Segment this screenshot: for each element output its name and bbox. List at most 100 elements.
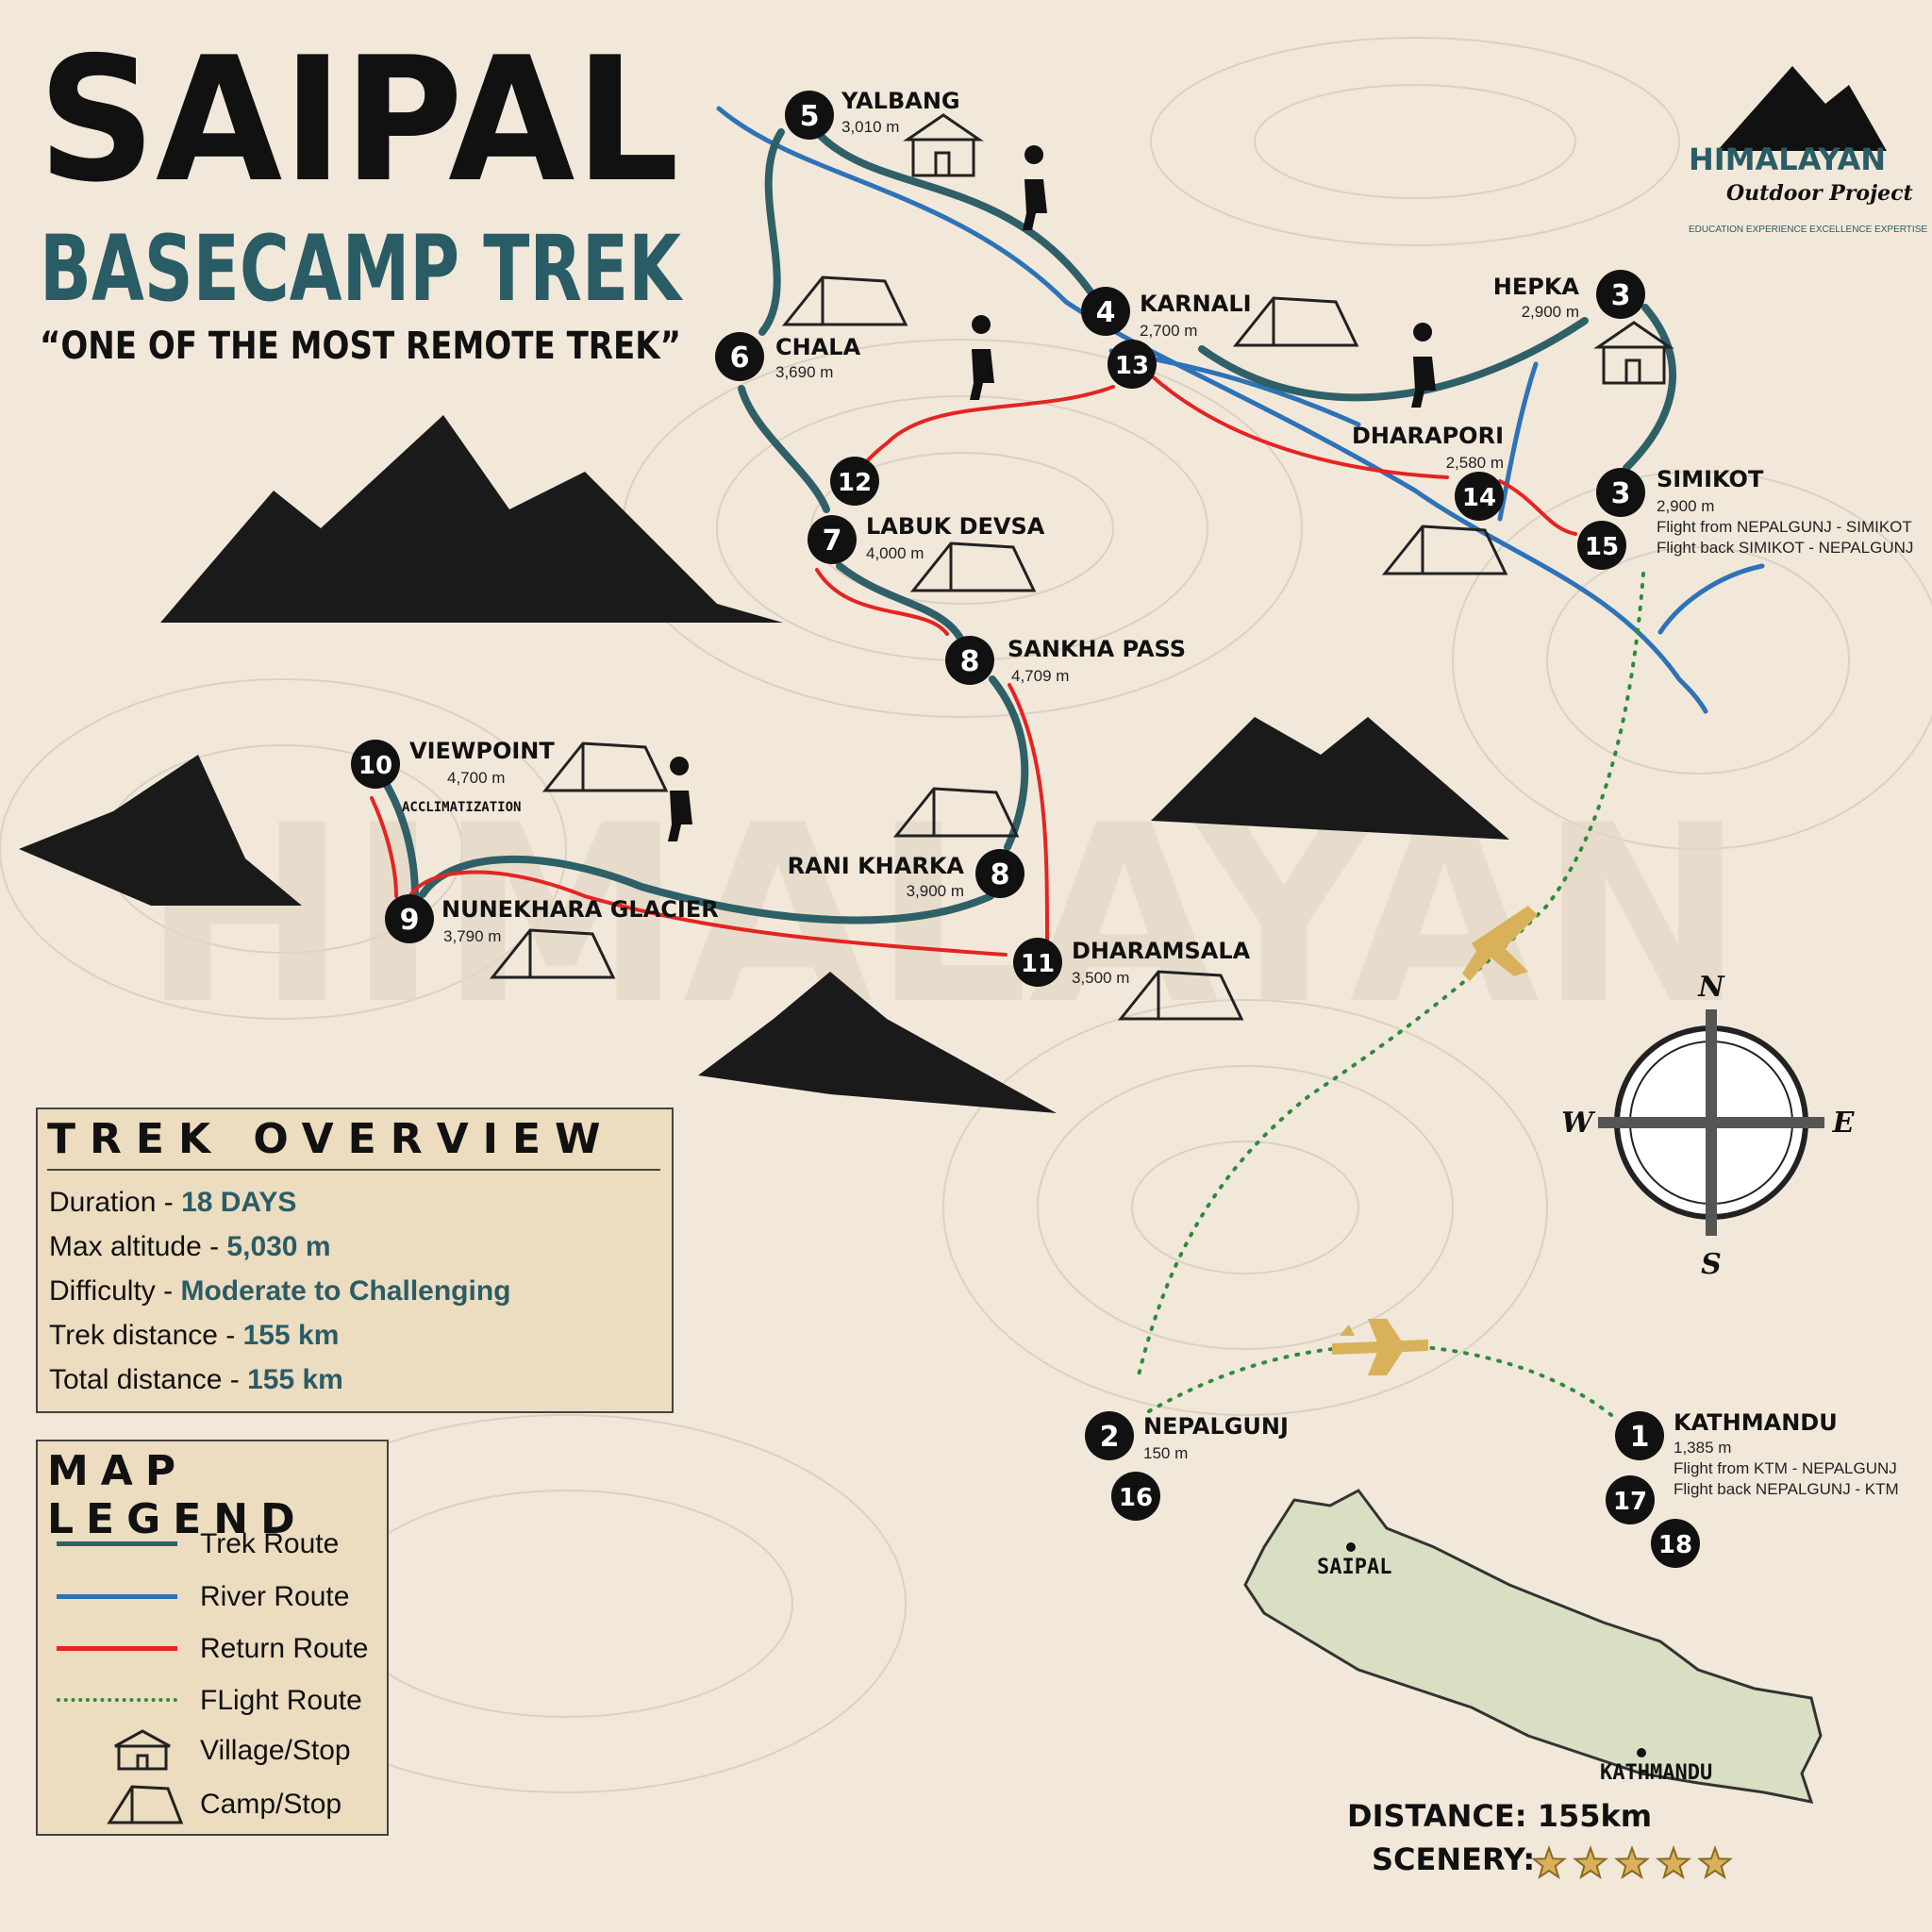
tent-icon — [909, 541, 1037, 592]
waypoint-dharapori[interactable]: 14 DHARAPORI 2,580 m — [1352, 423, 1504, 521]
waypoint-name: DHARAPORI — [1352, 423, 1504, 449]
legend-label: Camp/Stop — [200, 1789, 342, 1820]
waypoint-name: KARNALI — [1140, 291, 1252, 317]
waypoint-sankha-pass[interactable]: 8 SANKHA PASS 4,709 m — [945, 636, 1186, 685]
waypoint-12[interactable]: 12 — [830, 457, 879, 506]
waypoint-altitude: 2,900 m — [1522, 303, 1579, 321]
trek-segment — [1198, 317, 1589, 402]
map-tagline: “ONE OF THE MOST REMOTE TREK” — [40, 325, 681, 368]
waypoint-nunekhara-glacier[interactable]: 9 NUNEKHARA GLACIER 3,790 m — [385, 894, 719, 945]
trek-overview-panel: TREK OVERVIEW Duration - 18 DAYS Max alt… — [36, 1108, 674, 1413]
overview-heading: TREK OVERVIEW — [47, 1115, 615, 1163]
waypoint-note: Flight back SIMIKOT - NEPALGUNJ — [1657, 539, 1913, 557]
legend-label: FLight Route — [200, 1685, 362, 1716]
overview-row-max-altitude: Max altitude - 5,030 m — [38, 1224, 672, 1269]
mountain-illustrations — [19, 415, 1509, 1113]
waypoint-viewpoint[interactable]: 10 VIEWPOINT 4,700 m ACCLIMATIZATION — [351, 738, 555, 815]
waypoint-labuk-devsa[interactable]: 7 LABUK DEVSA 4,000 m — [808, 513, 1045, 564]
distance-line: DISTANCE: 155km — [1347, 1794, 1781, 1838]
waypoint-number: 13 — [1115, 352, 1149, 380]
compass-rose: N S E W — [1561, 971, 1855, 1281]
legend-item-trek-route: Trek Route — [38, 1521, 387, 1566]
waypoint-rani-kharka[interactable]: 8 RANI KHARKA 3,900 m — [788, 849, 1024, 900]
waypoint-chala[interactable]: 6 CHALA 3,690 m — [715, 332, 861, 381]
tent-icon — [1117, 970, 1244, 1021]
waypoint-dharamsala[interactable]: 11 DHARAMSALA 3,500 m — [1013, 938, 1251, 987]
watermark-text: HIMALAYAN — [142, 774, 1745, 1058]
return-segment — [849, 385, 1115, 481]
legend-swatch — [57, 1698, 177, 1702]
waypoint-number: 8 — [960, 645, 980, 678]
waypoint-yalbang[interactable]: 5 YALBANG 3,010 m — [785, 88, 960, 140]
waypoint-number: 1 — [1630, 1421, 1650, 1454]
overview-value: 5,030 m — [226, 1231, 331, 1262]
waypoint-17[interactable]: 17 — [1606, 1475, 1655, 1524]
hiker-icons — [668, 145, 1436, 841]
tent-icon — [892, 787, 1020, 838]
tent-icon — [1381, 525, 1508, 575]
waypoint-number: 9 — [400, 904, 420, 937]
trek-segment — [419, 855, 994, 924]
plane-icon — [1462, 906, 1538, 981]
waypoint-16[interactable]: 16 — [1111, 1472, 1160, 1521]
overview-label: Duration - — [49, 1187, 182, 1218]
waypoint-number: 4 — [1096, 296, 1116, 329]
waypoint-altitude: 3,900 m — [907, 882, 964, 900]
waypoint-number: 17 — [1613, 1488, 1647, 1516]
waypoint-name: SANKHA PASS — [1008, 636, 1186, 662]
waypoint-hepka[interactable]: 3 HEPKA 2,900 m — [1493, 270, 1645, 321]
waypoint-nepalgunj[interactable]: 2 NEPALGUNJ 150 m — [1085, 1411, 1289, 1462]
waypoint-altitude: 4,000 m — [866, 544, 924, 562]
legend-label: Village/Stop — [200, 1735, 351, 1766]
waypoint-15[interactable]: 15 — [1577, 521, 1626, 570]
trek-segment — [836, 562, 966, 645]
legend-swatch — [57, 1646, 177, 1651]
house-icon — [114, 1729, 171, 1771]
waypoint-name: YALBANG — [841, 88, 960, 114]
waypoint-karnali[interactable]: 4 KARNALI 2,700 m — [1081, 287, 1252, 340]
waypoint-note: Flight from NEPALGUNJ - SIMIKOT — [1657, 518, 1912, 536]
overview-label: Total distance - — [49, 1364, 248, 1395]
nepal-inset-map: SAIPAL KATHMANDU — [1243, 1489, 1823, 1804]
legend-label: River Route — [200, 1581, 350, 1612]
compass-north: N — [1697, 971, 1725, 1004]
waypoint-13[interactable]: 13 — [1108, 340, 1157, 389]
flight-segment — [1136, 572, 1645, 1381]
waypoint-altitude: 3,690 m — [775, 363, 833, 381]
waypoint-name: NEPALGUNJ — [1143, 1413, 1289, 1440]
waypoint-name: SIMIKOT — [1657, 466, 1764, 492]
overview-value: 155 km — [247, 1364, 343, 1395]
waypoint-number: 8 — [991, 858, 1010, 891]
map-title: SAIPAL — [38, 20, 679, 220]
waypoint-number: 15 — [1585, 533, 1619, 561]
return-segment — [1498, 479, 1577, 536]
map-legend-panel: MAP LEGEND Trek Route River Route Return… — [36, 1440, 389, 1836]
house-icon — [1593, 321, 1674, 385]
hiker-icon — [668, 757, 692, 841]
overview-value: Moderate to Challenging — [180, 1275, 511, 1307]
waypoint-name: NUNEKHARA GLACIER — [441, 896, 719, 923]
river-segment — [1497, 361, 1539, 522]
waypoint-kathmandu[interactable]: 1 KATHMANDU 1,385 m Flight from KTM - NE… — [1615, 1409, 1899, 1498]
scenery-line: SCENERY: — [1347, 1838, 1781, 1881]
legend-heading: MAP LEGEND — [47, 1447, 308, 1543]
return-segment — [1008, 683, 1049, 941]
return-segment — [370, 796, 398, 898]
waypoint-18[interactable]: 18 — [1651, 1519, 1700, 1568]
waypoint-altitude: 3,010 m — [841, 118, 899, 136]
waypoint-simikot[interactable]: 3 SIMIKOT 2,900 m Flight from NEPALGUNJ … — [1596, 466, 1913, 557]
tent-icon — [541, 741, 669, 792]
waypoint-name: KATHMANDU — [1674, 1409, 1838, 1436]
waypoint-number: 16 — [1119, 1484, 1153, 1512]
routes — [370, 106, 1765, 1417]
overview-value: 18 DAYS — [181, 1187, 297, 1218]
waypoint-altitude: 150 m — [1143, 1444, 1188, 1462]
inset-label-saipal: SAIPAL — [1317, 1556, 1391, 1579]
compass-south: S — [1701, 1248, 1722, 1281]
star-icon — [1656, 1845, 1691, 1880]
waypoint-altitude: 4,700 m — [447, 769, 505, 787]
logo-ring-text: EDUCATION EXPERIENCE EXCELLENCE EXPERTIS… — [1689, 225, 1927, 235]
waypoint-name: CHALA — [775, 334, 861, 360]
trip-stats: DISTANCE: 155km SCENERY: — [1347, 1794, 1781, 1881]
hiker-icon — [1411, 323, 1436, 408]
